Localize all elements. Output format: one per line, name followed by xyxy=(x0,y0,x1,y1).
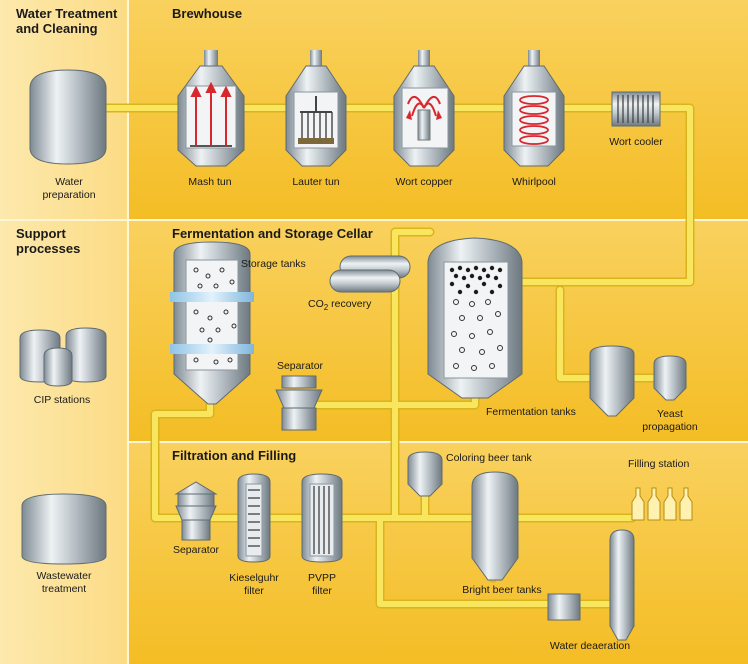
water-preparation-tank xyxy=(29,69,107,165)
storage-tank xyxy=(170,241,254,405)
label-bright-beer-tanks: Bright beer tanks xyxy=(462,584,542,596)
kieselguhr-filter xyxy=(237,473,271,563)
label-storage-tanks: Storage tanks xyxy=(241,258,306,270)
separator-upper xyxy=(275,375,323,431)
label-kieselguhr-filter: Kieselguhr filter xyxy=(229,572,279,597)
label-wort-copper: Wort copper xyxy=(395,176,453,188)
label-whirlpool: Whirlpool xyxy=(512,176,556,188)
bright-beer-tank xyxy=(471,471,519,581)
section-water-treatment: Water Treatment and Cleaning xyxy=(16,6,118,36)
yeast-propagation-tanks xyxy=(589,345,687,417)
separator-lower xyxy=(174,481,218,541)
label-separator-bottom: Separator xyxy=(172,544,220,556)
wort-cooler xyxy=(611,91,661,127)
mash-tun-vessel xyxy=(177,50,245,167)
label-coloring-beer-tank: Coloring beer tank xyxy=(446,452,532,464)
lauter-tun-vessel xyxy=(285,50,347,167)
co2-text: CO xyxy=(308,298,324,310)
section-support-processes: Support processes xyxy=(16,226,81,256)
section-fermentation: Fermentation and Storage Cellar xyxy=(172,226,373,241)
label-filling-station: Filling station xyxy=(628,458,690,470)
pvpp-filter xyxy=(301,473,343,563)
label-pvpp-filter: PVPP filter xyxy=(307,572,336,597)
label-wastewater: Wastewater treatment xyxy=(36,570,92,595)
label-lauter-tun: Lauter tun xyxy=(292,176,340,188)
label-yeast-propagation: Yeast propagation xyxy=(642,408,698,433)
fermentation-tank xyxy=(427,237,523,399)
co2-subscript: 2 xyxy=(323,303,329,313)
coloring-beer-tank xyxy=(407,451,443,497)
whirlpool-vessel xyxy=(503,50,565,167)
section-filtration: Filtration and Filling xyxy=(172,448,297,463)
label-water-preparation: Water preparation xyxy=(42,176,96,201)
recovery-text: recovery xyxy=(328,298,372,310)
label-separator-top: Separator xyxy=(276,360,324,372)
wastewater-tank xyxy=(21,493,107,565)
co2-recovery-tanks xyxy=(329,255,411,293)
wort-copper-vessel xyxy=(393,50,455,167)
label-co2-recovery: CO2 recovery xyxy=(308,298,371,314)
label-fermentation-tanks: Fermentation tanks xyxy=(486,406,576,418)
water-deaeration-units xyxy=(547,529,635,641)
label-mash-tun: Mash tun xyxy=(188,176,232,188)
filling-station-bottles xyxy=(631,487,693,521)
cip-stations xyxy=(19,327,107,387)
label-water-deaeration: Water deaeration xyxy=(549,640,631,652)
label-wort-cooler: Wort cooler xyxy=(609,136,663,148)
section-brewhouse: Brewhouse xyxy=(172,6,243,21)
label-cip-stations: CIP stations xyxy=(33,394,91,406)
